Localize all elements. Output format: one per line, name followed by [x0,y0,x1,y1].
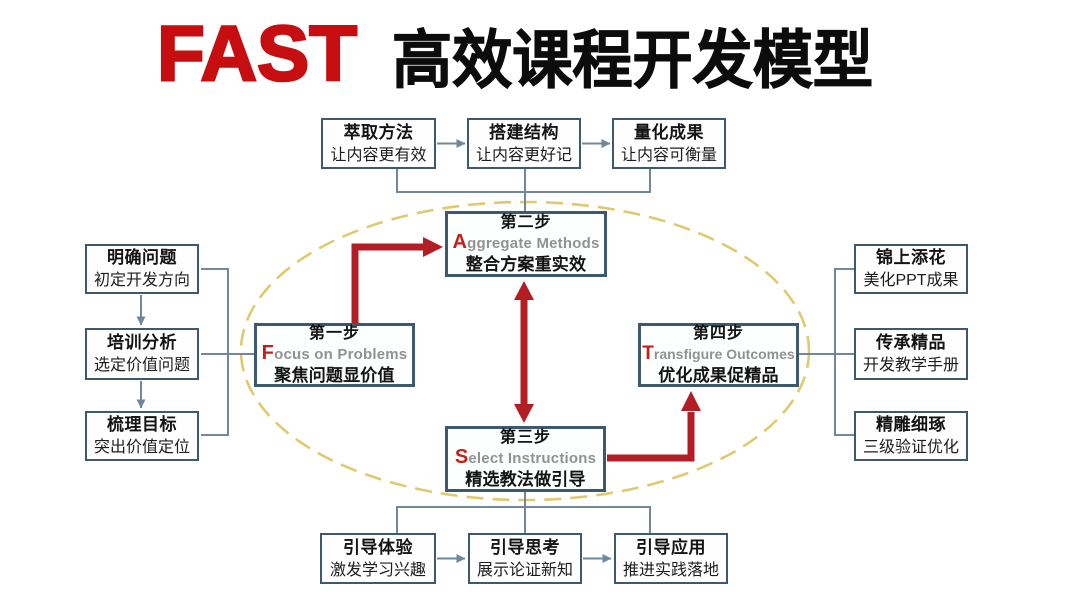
box-title: 明确问题 [107,248,177,267]
box-subtitle: 让内容更有效 [330,146,427,164]
box-beautify-ppt: 锦上添花 美化PPT成果 [854,244,968,294]
step-english-rest: elect Instructions [468,449,597,467]
box-guide-thinking: 引导思考 展示论证新知 [468,533,582,584]
title-fast: FAST [157,9,357,97]
box-refine-validate: 精雕细琢 三级验证优化 [854,411,968,461]
top-bracket-connector [396,169,651,211]
box-subtitle: 开发教学手册 [862,357,959,374]
step-label: 第一步 [308,324,360,342]
step-english-initial: T [642,342,654,364]
step-4-transfigure-box: 第四步 Transfigure Outcomes 优化成果促精品 [638,323,799,387]
step-label: 第三步 [499,428,551,446]
box-guide-experience: 引导体验 激发学习兴趣 [320,533,436,584]
box-title: 传承精品 [876,333,946,352]
box-subtitle: 初定开发方向 [93,272,190,289]
step-english: Aggregate Methods [452,230,600,254]
box-subtitle: 突出价值定位 [93,439,190,456]
right-bracket-connector [799,268,854,436]
step-english: Focus on Problems [261,341,408,365]
step-caption: 优化成果促精品 [658,365,779,385]
step-1-focus-box: 第一步 Focus on Problems 聚焦问题显价值 [254,323,415,387]
box-title: 培训分析 [107,333,177,352]
box-teaching-manual: 传承精品 开发教学手册 [854,328,968,380]
step-3-select-box: 第三步 Select Instructions 精选教法做引导 [445,426,606,492]
box-build-structure: 搭建结构 让内容更好记 [467,118,581,169]
box-title: 锦上添花 [876,248,946,267]
box-title: 梳理目标 [107,415,177,434]
box-clarify-problem: 明确问题 初定开发方向 [85,244,199,294]
step-english-initial: S [454,445,469,468]
step-caption: 精选教法做引导 [465,469,586,489]
box-guide-application: 引导应用 推进实践落地 [614,533,728,584]
box-subtitle: 让内容更好记 [475,146,572,164]
box-title: 量化成果 [634,122,704,142]
box-title: 引导体验 [343,537,413,557]
step-english: Select Instructions [454,445,597,469]
step-label: 第四步 [692,324,744,342]
step-english: Transfigure Outcomes [642,343,794,365]
step-caption: 整合方案重实效 [465,254,587,274]
box-subtitle: 激发学习兴趣 [329,561,426,579]
step-caption: 聚焦问题显价值 [274,365,395,385]
step-english-rest: ocus on Problems [274,345,408,363]
step-label: 第二步 [500,213,552,231]
step-english-rest: ggregate Methods [467,234,600,252]
left-bracket-connector [201,268,254,436]
box-title: 精雕细琢 [876,415,946,434]
step-english-rest: ransfigure Outcomes [653,345,795,362]
red-arrow-step2-step3 [514,281,534,423]
box-title: 搭建结构 [489,122,559,142]
box-subtitle: 让内容可衡量 [620,146,717,164]
box-title: 引导应用 [636,537,706,557]
bottom-bracket-connector [396,492,651,533]
step-2-aggregate-box: 第二步 Aggregate Methods 整合方案重实效 [445,211,607,277]
box-training-analysis: 培训分析 选定价值问题 [85,328,199,380]
box-extract-method: 萃取方法 让内容更有效 [321,118,436,169]
title-text: 高效课程开发模型 [392,26,873,96]
box-quantify-results: 量化成果 让内容可衡量 [612,118,726,169]
box-title: 引导思考 [490,537,560,557]
box-subtitle: 展示论证新知 [476,561,573,579]
box-subtitle: 推进实践落地 [622,561,719,579]
step-english-initial: A [452,230,468,253]
box-subtitle: 选定价值问题 [93,357,190,374]
box-title: 萃取方法 [343,122,414,142]
step-english-initial: F [261,341,275,364]
box-subtitle: 美化PPT成果 [863,272,959,289]
red-arrow-step1-step2 [351,237,443,323]
red-arrow-step3-step4 [607,391,701,462]
box-subtitle: 三级验证优化 [862,439,959,456]
box-sort-goals: 梳理目标 突出价值定位 [85,411,199,461]
